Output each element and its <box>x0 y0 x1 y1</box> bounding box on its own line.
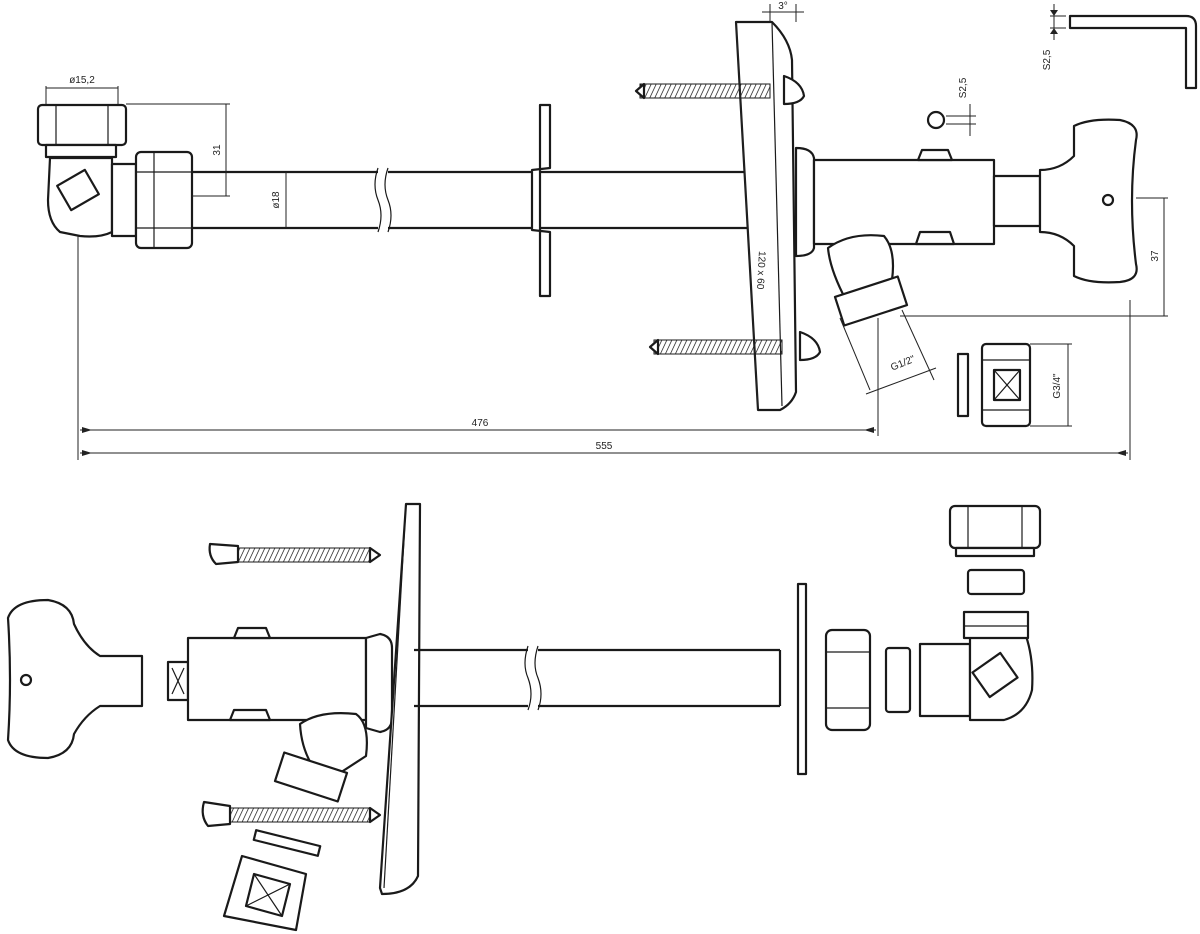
bottom-spare-olive <box>966 568 1026 596</box>
dim-d15: ø15,2 <box>69 75 95 86</box>
bottom-elbow <box>918 610 1034 722</box>
top-wall-plate <box>734 20 798 412</box>
bottom-olive <box>884 646 912 714</box>
bottom-handle <box>6 598 144 760</box>
dim-len555: 555 <box>596 441 613 452</box>
bottom-pipe-nut <box>824 628 872 732</box>
top-small-socket <box>926 104 976 136</box>
bottom-screw-lower <box>201 800 382 828</box>
top-hex-key <box>1050 4 1198 90</box>
top-stem-handle <box>992 118 1138 284</box>
dim-angle: 3° <box>778 1 788 12</box>
top-screw-upper <box>634 74 806 106</box>
top-compression-nut <box>36 103 128 159</box>
top-hose-outlet <box>826 234 909 327</box>
bottom-pipe <box>414 645 782 711</box>
top-rosette <box>530 103 552 298</box>
bottom-top-nut <box>948 504 1042 558</box>
dim-len476: 476 <box>472 418 489 429</box>
dim-plate: 120 x 60 <box>754 251 767 290</box>
bottom-rosette <box>796 582 808 776</box>
top-pipe-nut <box>110 150 194 250</box>
bottom-spare-washer <box>252 829 322 857</box>
dim-h37: 37 <box>1150 250 1161 262</box>
top-valve-body <box>794 146 996 258</box>
assembled-view: ø15,2 31 ø18 120 x 60 3° S2,5 S2,5 37 G1… <box>36 1 1198 460</box>
dim-d18: ø18 <box>271 191 282 209</box>
bottom-wall-plate <box>378 502 422 896</box>
dim-thread-g34: G3/4" <box>1052 373 1063 399</box>
dim-thread-g12: G1/2" <box>889 354 917 374</box>
top-elbow-body <box>46 156 114 238</box>
top-spare-nut <box>980 342 1032 428</box>
exploded-view <box>6 502 1042 932</box>
dim-hex-s: S2,5 <box>958 77 969 98</box>
dim-key-s: S2,5 <box>1042 49 1053 70</box>
dimension-lines <box>45 4 1168 460</box>
dim-h31: 31 <box>212 144 223 156</box>
bottom-spindle-tip <box>166 660 190 702</box>
bottom-hose-outlet <box>273 712 368 803</box>
top-spare-washer <box>956 352 970 418</box>
bottom-screw-upper <box>208 542 382 566</box>
bottom-valve-body <box>186 626 394 734</box>
bottom-spare-nut <box>222 854 308 932</box>
top-pipe <box>192 167 790 233</box>
top-screw-lower <box>648 330 822 362</box>
